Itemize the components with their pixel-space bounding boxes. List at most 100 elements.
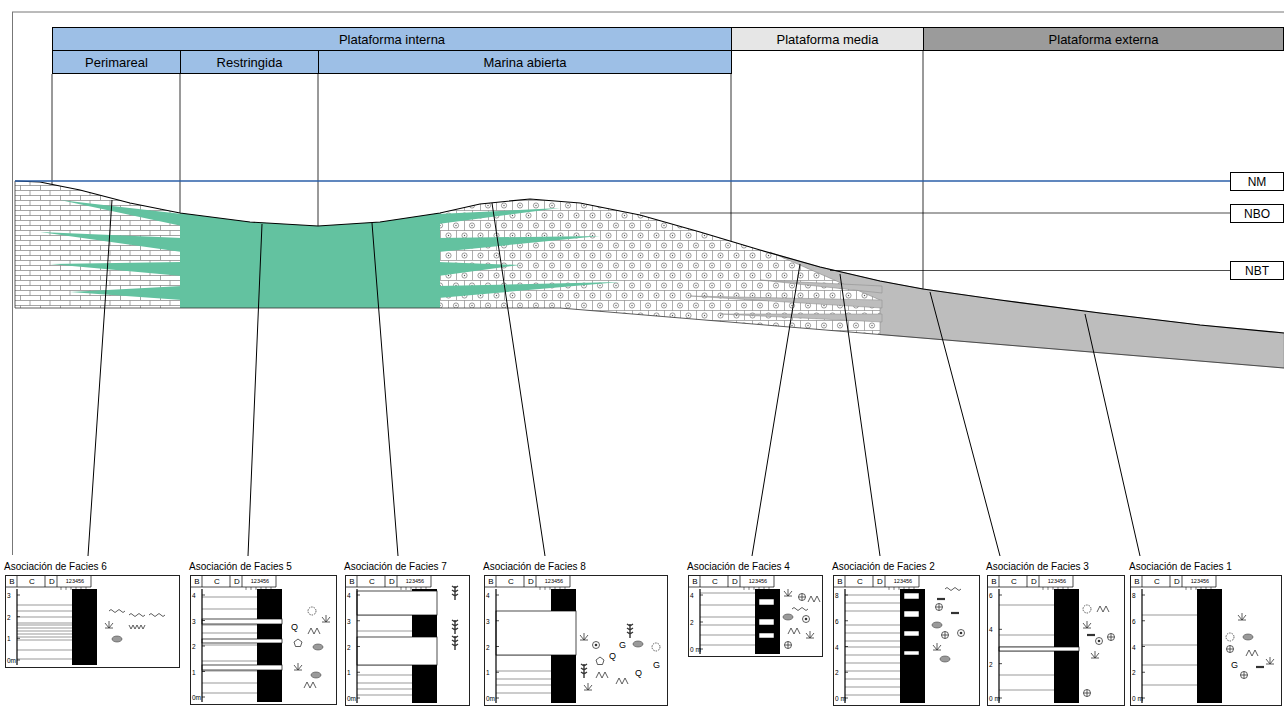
level-label: NBT (1245, 265, 1269, 277)
texture-tick (1186, 587, 1187, 590)
facies-panel: Asociación de Facies 2BCD12345686420 m (833, 575, 980, 706)
bed-line (17, 611, 72, 612)
ripple-symbol (109, 610, 125, 613)
scale-tick (202, 671, 205, 672)
oncoid-core (960, 632, 963, 635)
scale-bar (1141, 589, 1142, 703)
header-divider (999, 575, 1000, 587)
oncoid-core (805, 618, 808, 621)
scale-tick (17, 595, 20, 596)
facies-symbol (1083, 605, 1091, 613)
scale-tick (17, 638, 20, 639)
scale-number: 0 m (690, 646, 701, 654)
facies-symbol (105, 621, 113, 628)
texture-tick (769, 587, 770, 590)
facies-symbol (785, 642, 792, 649)
peloid-symbol (304, 682, 316, 688)
facies-symbol (806, 631, 814, 638)
bed-line (845, 625, 900, 626)
facies-symbol (627, 624, 633, 638)
header-divider (1027, 575, 1028, 587)
facies-symbol (1266, 657, 1274, 664)
texture-tick (61, 587, 62, 590)
intraclast-symbol (1226, 633, 1234, 641)
header-divider (845, 575, 846, 587)
scale-number: 0 m (1132, 695, 1143, 703)
facies-panel: Asociación de Facies 5BCD12345643210mQ (190, 575, 337, 705)
scale-tick (202, 646, 205, 647)
facies-symbol (1083, 621, 1091, 628)
header-divider (57, 575, 58, 587)
facies-symbol (452, 620, 458, 634)
grain-letter: Q (635, 668, 642, 678)
grain-letter: G (1231, 660, 1238, 670)
texture-tick (1043, 587, 1044, 590)
ripple-symbol (149, 614, 165, 617)
grain-letter: Q (291, 622, 298, 632)
crinoid-symbol (294, 639, 302, 647)
leader-line (752, 264, 800, 556)
column-header: C (1143, 577, 1171, 587)
panel-heading: Asociación de Facies 5 (189, 561, 292, 573)
texture-tick (555, 587, 556, 590)
echinoid-symbol (1241, 672, 1248, 679)
lagoon-tongue (438, 282, 620, 298)
column-header: D (729, 577, 741, 587)
scale-number: 1 (347, 669, 351, 677)
grain-symbol (932, 622, 942, 628)
peloid-symbol (788, 628, 800, 634)
facies-panel: Asociación de Facies 1BCD12345686420 mG (1130, 575, 1282, 706)
peloid-symbol (1097, 606, 1109, 612)
outer-shelf-body (770, 252, 1284, 368)
column-header: C (497, 577, 525, 587)
facies-symbol (322, 615, 330, 622)
scale-tick (202, 697, 205, 698)
scale-number: 4 (1132, 644, 1136, 652)
header-divider (885, 575, 886, 587)
facies-symbol (580, 633, 588, 640)
shell-symbol (322, 615, 330, 622)
texture-bar (755, 589, 780, 654)
intraclast-symbol (308, 607, 316, 615)
facies-symbol (129, 614, 145, 617)
bed-line (17, 617, 72, 618)
panel-heading: Asociación de Facies 2 (832, 561, 935, 573)
grainstone-bed (496, 611, 576, 655)
grainstone-bed (202, 639, 282, 643)
scale-number: 0m (192, 694, 201, 702)
bed-line (845, 647, 900, 648)
bed-line (700, 605, 755, 606)
bed-line (17, 634, 72, 635)
scale-tick (845, 646, 848, 647)
zone-divider (318, 74, 319, 226)
header-divider (570, 575, 571, 587)
grain-symbol (313, 644, 323, 650)
texture-tick (889, 587, 890, 590)
texture-tick (1206, 587, 1207, 590)
echinoid-symbol (936, 604, 943, 611)
column-header: B (485, 577, 497, 587)
oncoid-core (1098, 640, 1101, 643)
echinoid-cross (785, 642, 792, 649)
grain-symbol (783, 614, 793, 620)
zone-label: Restringida (217, 56, 283, 69)
burrow-symbol (1087, 634, 1095, 636)
texture-tick (904, 587, 905, 590)
texture-tick (71, 587, 72, 590)
texture-gap (759, 599, 774, 605)
facies-symbol (313, 644, 323, 650)
oncoid-symbol (803, 616, 810, 623)
algae-symbol (452, 636, 458, 650)
bed-line (17, 650, 72, 651)
column-header: 123456 (1183, 578, 1217, 585)
ripple-symbol (945, 588, 961, 591)
scale-bar (356, 589, 357, 703)
bed-line (202, 609, 257, 610)
header-rule (5, 587, 91, 588)
echinoid-symbol (785, 642, 792, 649)
column-header: B (988, 577, 1000, 587)
texture-gap (904, 651, 919, 655)
bed-line (700, 625, 755, 626)
bed-line (357, 683, 412, 684)
header-divider (728, 575, 729, 587)
